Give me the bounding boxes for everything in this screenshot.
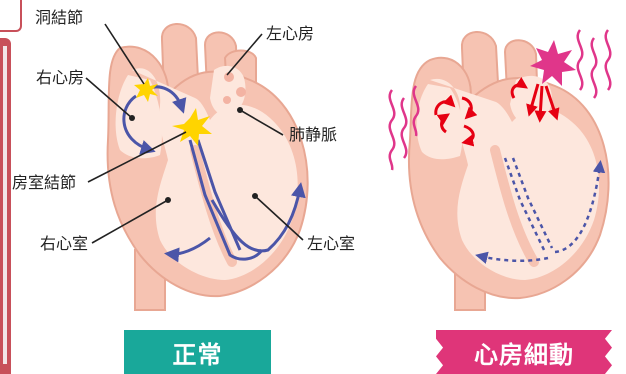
normal-heart <box>86 24 308 310</box>
label-left-ventricle: 左心室 <box>307 236 355 252</box>
normal-badge: 正常 <box>124 330 271 374</box>
afib-badge: 心房細動 <box>436 330 612 374</box>
label-av-node: 房室結節 <box>12 175 76 191</box>
label-left-atrium: 左心房 <box>266 26 314 42</box>
label-right-atrium: 右心房 <box>36 70 84 86</box>
label-pulmonary-vein: 肺静脈 <box>289 127 337 143</box>
label-right-ventricle: 右心室 <box>40 236 88 252</box>
label-sa-node: 洞結節 <box>35 10 83 26</box>
afib-heart <box>390 30 611 310</box>
